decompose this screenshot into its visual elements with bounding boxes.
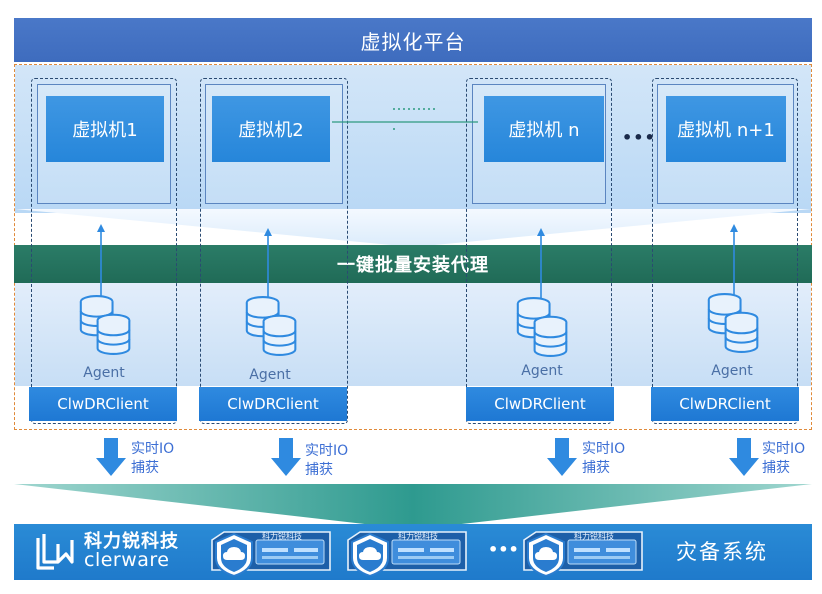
batch-install-label: 一键批量安装代理 [337, 255, 489, 276]
client-label-n1: ClwDRClient [679, 395, 771, 413]
appliance-label-3: 科力锐科技 [574, 532, 614, 541]
agent-layer-background [15, 280, 811, 386]
vm-funnel-shape [15, 209, 811, 245]
client-button-1[interactable]: ClwDRClient [29, 387, 177, 421]
client-label-1: ClwDRClient [57, 395, 149, 413]
io-line1-n: 实时IO [582, 441, 626, 457]
down-arrow-icon-2 [271, 438, 301, 476]
clerware-logo-icon [36, 534, 74, 570]
vm-column-n-plus-1 [652, 78, 798, 424]
io-line1-2: 实时IO [305, 443, 349, 459]
vm-box-n-plus-1[interactable]: 虚拟机 n+1 [666, 96, 786, 162]
io-line2-2: 捕获 [305, 462, 333, 478]
down-arrow-icon-n [547, 438, 577, 476]
io-capture-text-2: 实时IO 捕获 [305, 442, 348, 480]
vm-label-2: 虚拟机2 [238, 120, 304, 141]
vm-column-n [466, 78, 612, 424]
client-label-2: ClwDRClient [227, 395, 319, 413]
io-line2-n1: 捕获 [762, 460, 790, 476]
vm-column-2 [200, 78, 348, 424]
vm-label-1: 虚拟机1 [72, 120, 138, 141]
platform-title-bar: 虚拟化平台 [14, 18, 812, 62]
io-arrows [96, 438, 759, 476]
vm-label-n: 虚拟机 n [508, 120, 580, 141]
agent-label-1: Agent [83, 365, 125, 381]
backup-system-label: 灾备系统 [676, 540, 768, 564]
down-arrow-icon-n1 [729, 438, 759, 476]
vm-column-1 [31, 78, 177, 424]
vm-box-n[interactable]: 虚拟机 n [484, 96, 604, 162]
client-button-2[interactable]: ClwDRClient [199, 387, 347, 421]
down-arrow-icon-1 [96, 438, 126, 476]
vm-box-1[interactable]: 虚拟机1 [46, 96, 164, 162]
client-button-n[interactable]: ClwDRClient [466, 387, 614, 421]
vm-label-n-plus-1: 虚拟机 n+1 [677, 120, 775, 141]
client-button-n1[interactable]: ClwDRClient [651, 387, 799, 421]
agent-label-n: Agent [521, 363, 563, 379]
io-line2-n: 捕获 [582, 460, 610, 476]
vm-box-2[interactable]: 虚拟机2 [212, 96, 330, 162]
io-capture-text-1: 实时IO 捕获 [131, 440, 174, 478]
brand-name-en: clerware [84, 549, 170, 571]
io-line1-1: 实时IO [131, 441, 175, 457]
client-label-n: ClwDRClient [494, 395, 586, 413]
more-appliances-ellipsis: ••• [488, 540, 519, 559]
appliance-label-2: 科力锐科技 [398, 532, 438, 541]
io-line1-n1: 实时IO [762, 441, 806, 457]
agent-label-2: Agent [249, 367, 291, 383]
batch-install-bar: 一键批量安装代理 [14, 245, 812, 283]
io-line2-1: 捕获 [131, 460, 159, 476]
agent-label-n1: Agent [711, 363, 753, 379]
appliance-label-1: 科力锐科技 [262, 532, 302, 541]
more-vms-ellipsis: ••• [622, 128, 656, 147]
io-capture-text-n: 实时IO 捕获 [582, 440, 625, 478]
backup-funnel-shape [14, 484, 812, 526]
brand-name-cn: 科力锐科技 [84, 531, 179, 552]
platform-title: 虚拟化平台 [360, 29, 466, 54]
io-capture-text-n1: 实时IO 捕获 [762, 440, 805, 478]
vm-connector-line [332, 108, 478, 130]
